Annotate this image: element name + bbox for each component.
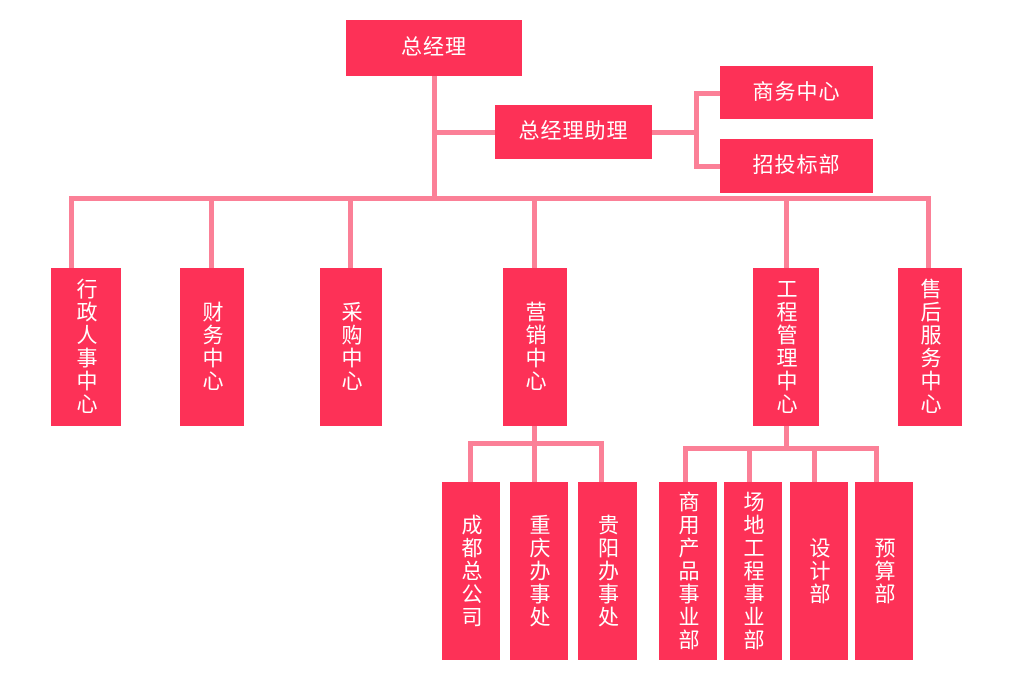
connector-drop-procurement bbox=[348, 196, 353, 268]
node-site-engineering-div[interactable]: 场地工程事业部 bbox=[724, 482, 782, 660]
node-marketing-center[interactable]: 营销中心 bbox=[503, 268, 567, 426]
connector-drop-design bbox=[812, 446, 817, 482]
connector-engineering-bus bbox=[683, 446, 879, 451]
connector-bracket-bidding-dept bbox=[694, 164, 722, 169]
connector-drop-site-engineering bbox=[747, 446, 752, 482]
connector-drop-chengdu bbox=[468, 441, 473, 482]
connector-assistant-out bbox=[650, 130, 698, 135]
node-general-manager[interactable]: 总经理 bbox=[346, 20, 522, 76]
node-design-dept[interactable]: 设计部 bbox=[790, 482, 848, 660]
connector-drop-guiyang bbox=[599, 441, 604, 482]
node-engineering-mgmt-center[interactable]: 工程管理中心 bbox=[753, 268, 819, 426]
connector-bracket-business-center bbox=[694, 91, 722, 96]
node-budget-dept[interactable]: 预算部 bbox=[855, 482, 913, 660]
connector-gm-stem bbox=[432, 74, 437, 200]
node-admin-hr-center[interactable]: 行政人事中心 bbox=[51, 268, 121, 426]
connector-main-bus bbox=[69, 196, 930, 201]
connector-gm-to-assistant bbox=[432, 130, 498, 135]
connector-drop-finance bbox=[209, 196, 214, 268]
connector-drop-engineering bbox=[784, 196, 789, 268]
connector-drop-admin-hr bbox=[69, 196, 74, 268]
node-chongqing-office[interactable]: 重庆办事处 bbox=[510, 482, 568, 660]
node-bidding-dept[interactable]: 招投标部 bbox=[720, 139, 873, 193]
connector-marketing-bus bbox=[468, 441, 604, 446]
connector-engineering-stem bbox=[784, 425, 789, 449]
connector-drop-commercial-product bbox=[683, 446, 688, 482]
node-chengdu-head-company[interactable]: 成都总公司 bbox=[442, 482, 500, 660]
node-business-center[interactable]: 商务中心 bbox=[720, 66, 873, 119]
node-procurement-center[interactable]: 采购中心 bbox=[320, 268, 382, 426]
connector-marketing-stem bbox=[532, 425, 537, 482]
connector-assistant-bracket bbox=[694, 91, 699, 169]
node-finance-center[interactable]: 财务中心 bbox=[180, 268, 244, 426]
node-after-sales-center[interactable]: 售后服务中心 bbox=[898, 268, 962, 426]
node-gm-assistant[interactable]: 总经理助理 bbox=[495, 105, 652, 159]
connector-drop-budget bbox=[874, 446, 879, 482]
connector-drop-marketing bbox=[532, 196, 537, 268]
connector-drop-after-sales bbox=[926, 196, 931, 268]
node-commercial-product-div[interactable]: 商用产品事业部 bbox=[659, 482, 717, 660]
node-guiyang-office[interactable]: 贵阳办事处 bbox=[578, 482, 637, 660]
